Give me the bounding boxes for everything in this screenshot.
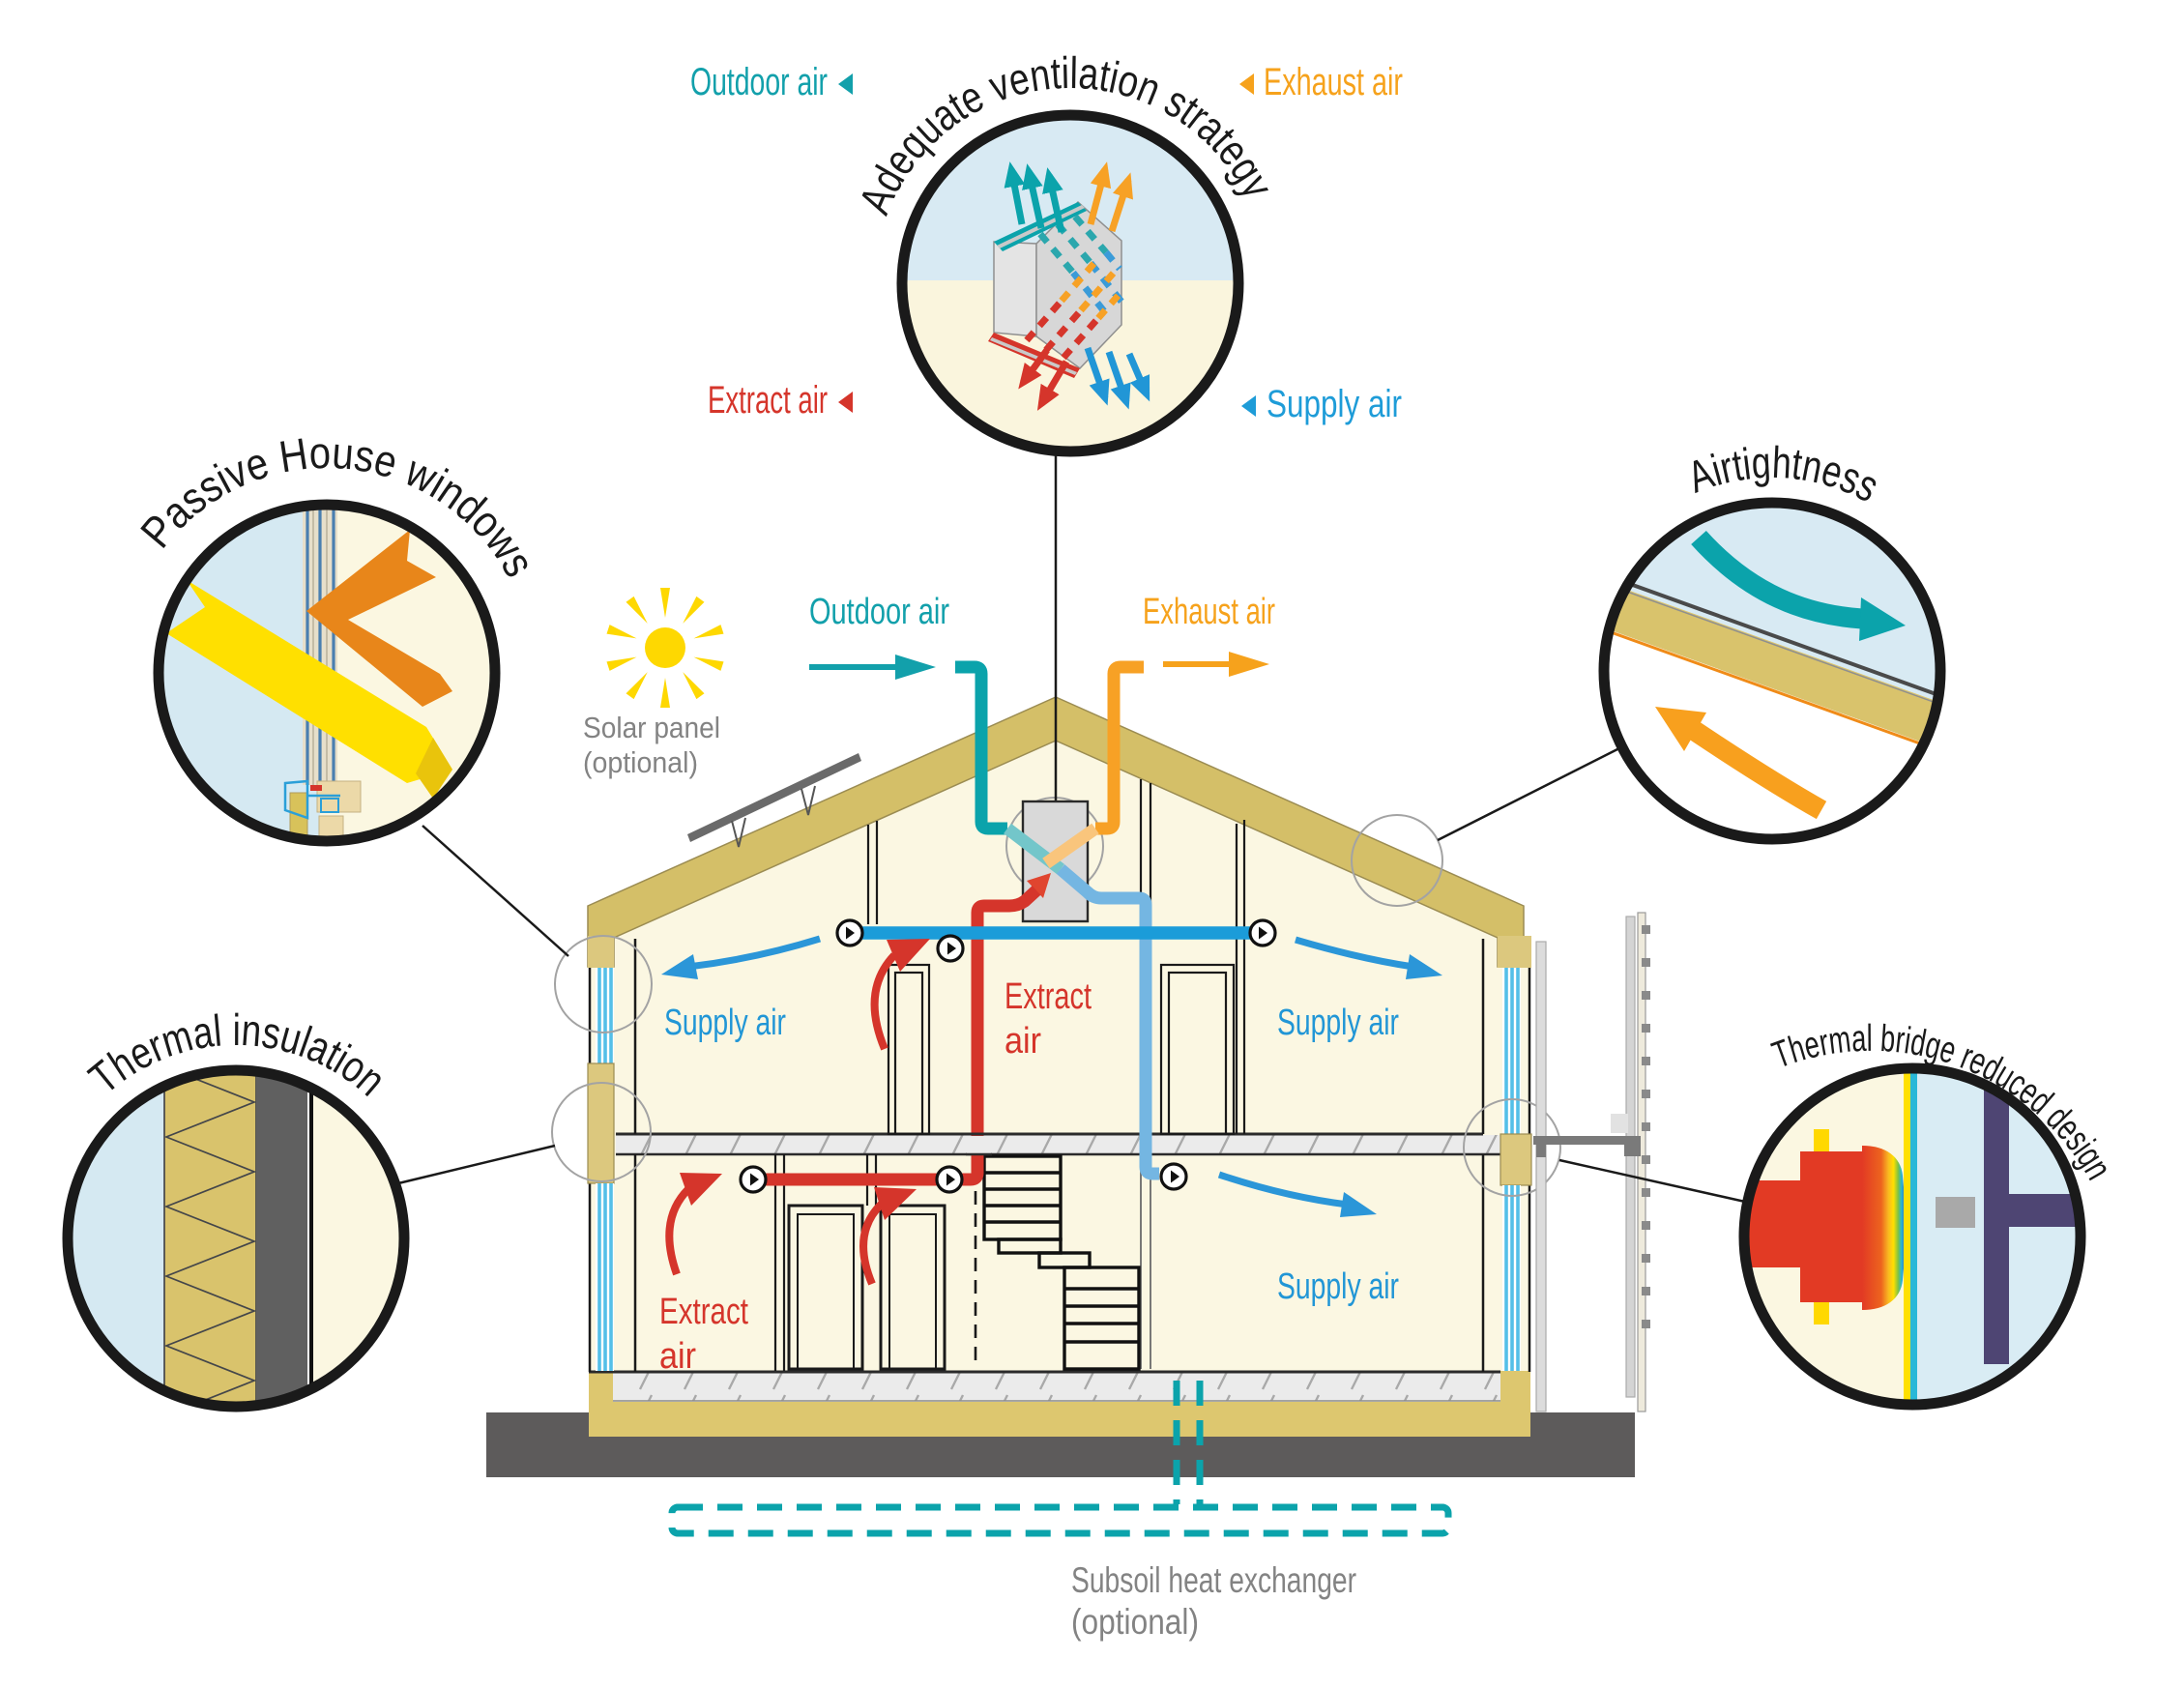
svg-text:Extract: Extract bbox=[1005, 976, 1092, 1017]
svg-text:Exhaust air: Exhaust air bbox=[1143, 592, 1275, 632]
svg-text:(optional): (optional) bbox=[583, 745, 698, 779]
svg-text:Supply air: Supply air bbox=[1277, 1266, 1399, 1307]
svg-text:Exhaust air: Exhaust air bbox=[1264, 61, 1403, 103]
svg-text:Solar panel: Solar panel bbox=[583, 711, 720, 744]
svg-text:Outdoor air: Outdoor air bbox=[809, 592, 949, 632]
svg-text:Supply air: Supply air bbox=[1267, 383, 1402, 425]
svg-text:(optional): (optional) bbox=[1071, 1602, 1199, 1642]
svg-text:Subsoil heat exchanger: Subsoil heat exchanger bbox=[1071, 1560, 1356, 1600]
svg-text:Outdoor air: Outdoor air bbox=[690, 61, 828, 103]
svg-text:air: air bbox=[659, 1336, 696, 1377]
svg-text:Extract air: Extract air bbox=[708, 379, 828, 422]
svg-text:Supply air: Supply air bbox=[664, 1003, 786, 1043]
svg-text:Extract: Extract bbox=[659, 1292, 748, 1332]
svg-text:air: air bbox=[1005, 1021, 1041, 1062]
svg-text:Supply air: Supply air bbox=[1277, 1003, 1399, 1043]
